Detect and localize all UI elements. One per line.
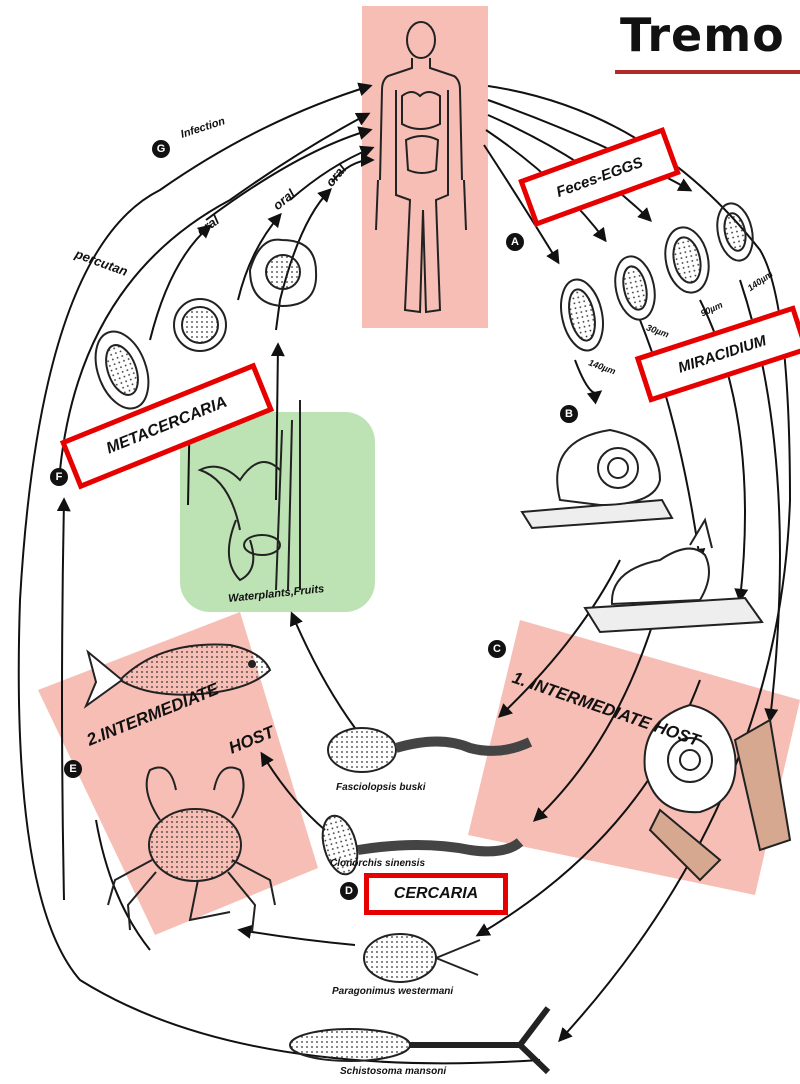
step-badge-c: C: [488, 640, 506, 658]
step-badge-f: F: [50, 468, 68, 486]
step-badge-g: G: [152, 140, 170, 158]
first-host-highlight: [468, 620, 800, 895]
second-host-highlight: [38, 612, 318, 935]
crab-icon: [107, 766, 276, 933]
title-underline: [615, 70, 800, 74]
human-figure-icon: [375, 21, 467, 314]
egg-icon: [560, 202, 754, 352]
water-plant-icon: [197, 400, 301, 591]
species-name: Clonorchis sinensis: [330, 858, 426, 869]
step-badge-e: E: [64, 760, 82, 778]
waterplants-highlight: [180, 412, 375, 612]
fish-icon: [83, 643, 272, 709]
species-name: Fasciolopsis buski: [336, 782, 426, 793]
page-title: Tremo: [620, 8, 785, 62]
step-badge-b: B: [560, 405, 578, 423]
species-name: Paragonimus westermani: [332, 986, 454, 997]
step-badge-a: A: [506, 233, 524, 251]
snail-icon: [520, 428, 792, 882]
metacercaria-cyst-icon: [94, 238, 318, 410]
cercaria-larva-icon: [289, 727, 551, 1075]
species-name: Schistosoma mansoni: [340, 1066, 447, 1077]
cercaria-label: CERCARIA: [364, 873, 508, 915]
step-badge-d: D: [340, 882, 358, 900]
